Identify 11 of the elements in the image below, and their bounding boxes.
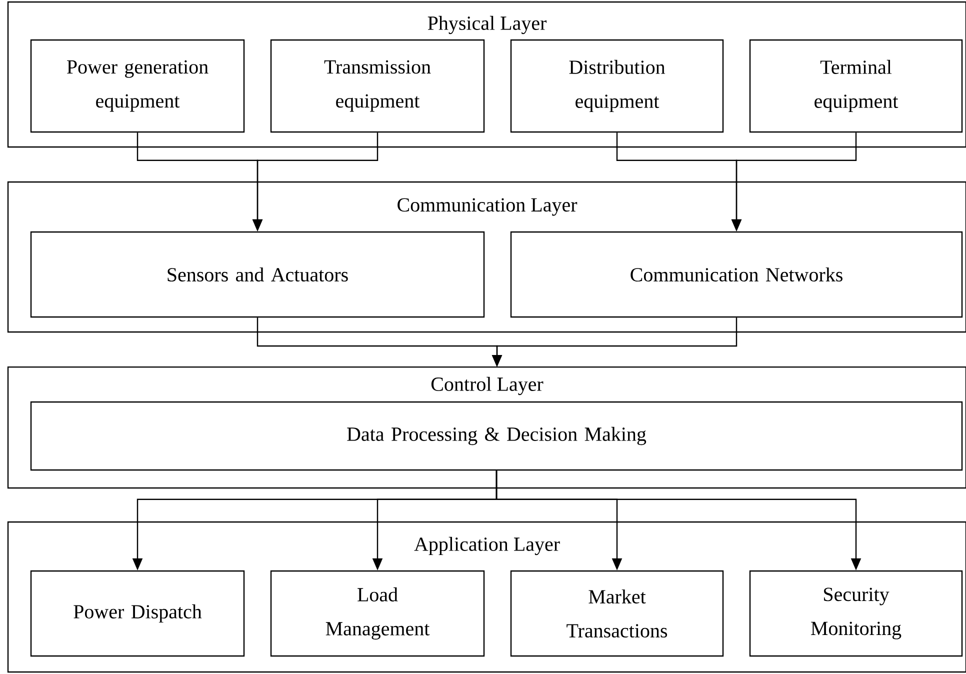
component-box: Terminal equipment (749, 39, 963, 133)
component-box: Communication Networks (510, 231, 963, 318)
component-box: Data Processing & Decision Making (30, 401, 963, 471)
component-box: Transmission equipment (270, 39, 485, 133)
component-box: Distribution equipment (510, 39, 724, 133)
component-box: Security Monitoring (749, 570, 963, 657)
component-box: Power generation equipment (30, 39, 245, 133)
component-box: Load Management (270, 570, 485, 657)
component-box: Power Dispatch (30, 570, 245, 657)
component-box: Market Transactions (510, 570, 724, 657)
component-box: Sensors and Actuators (30, 231, 485, 318)
